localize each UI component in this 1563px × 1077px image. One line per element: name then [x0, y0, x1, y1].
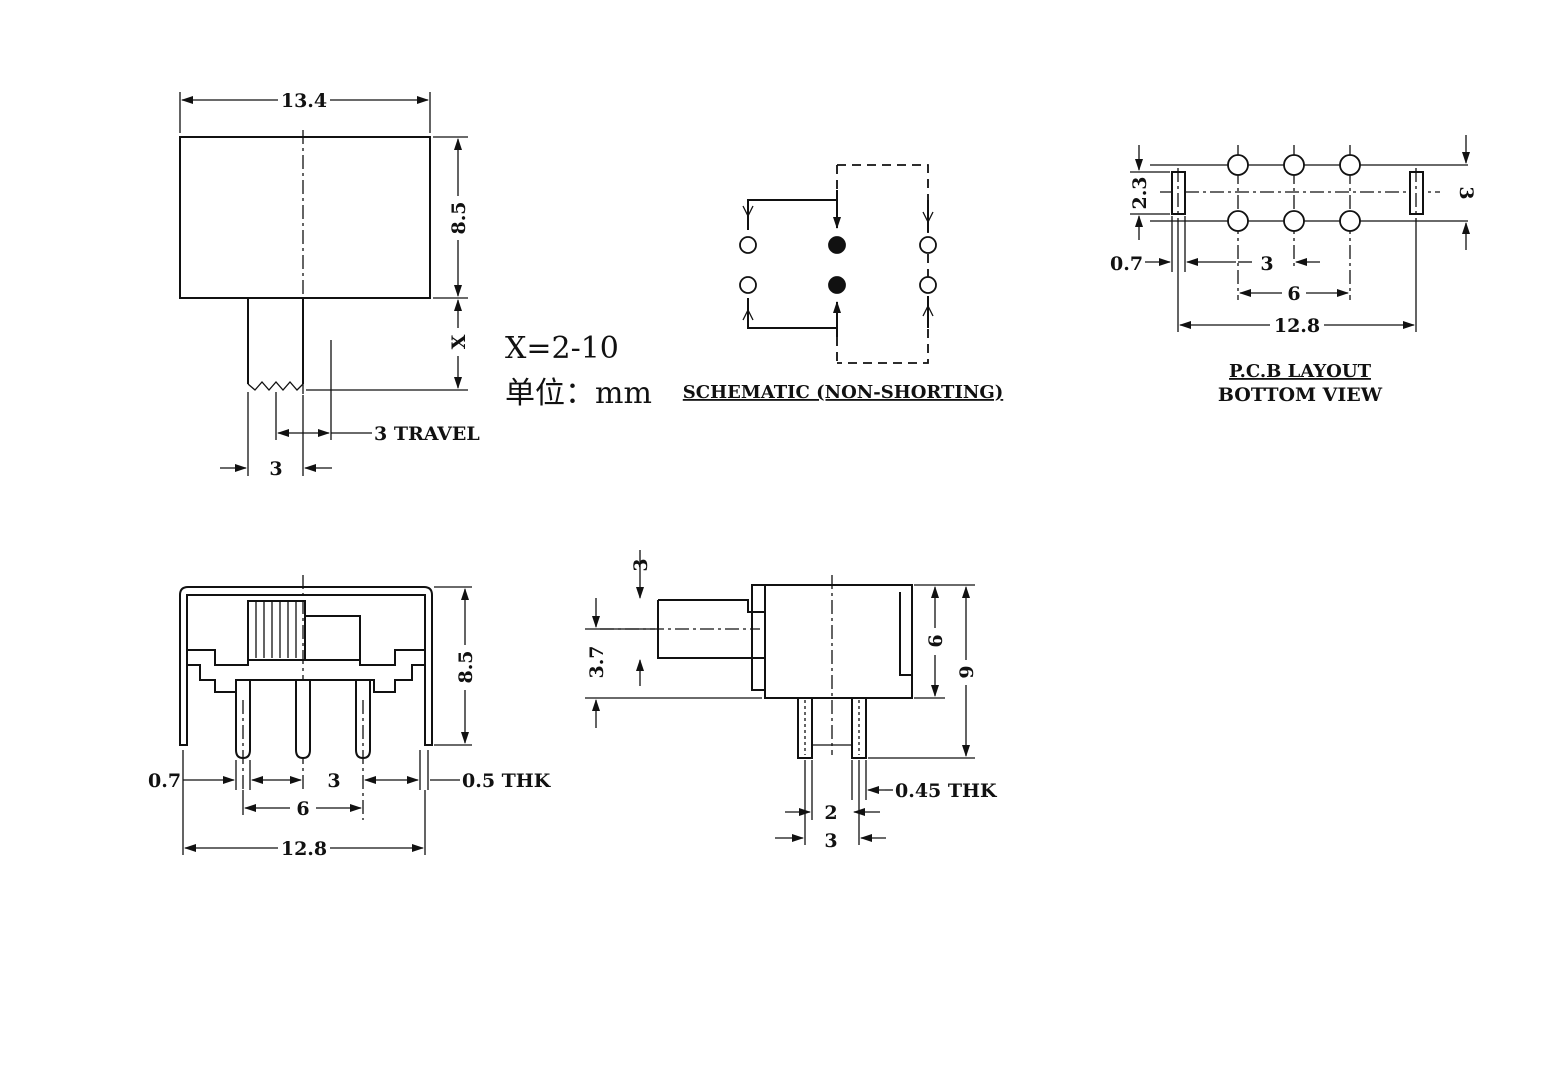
pcb-span-label: 6 [1287, 283, 1300, 305]
front-thickness-label: 0.5 THK [462, 770, 552, 792]
pin-hole [1227, 210, 1249, 232]
pin-hole [1339, 210, 1361, 232]
side-body-label: 6 [925, 634, 947, 647]
switch-body-outline [179, 136, 431, 299]
side-pin [797, 697, 813, 759]
pcb-caption-line1: P.C.B LAYOUT [1229, 361, 1372, 382]
top-view: 13.4 8.5 X 3 TRAVEL 3 [179, 90, 480, 480]
side-actuator-label: 3.7 [586, 645, 608, 678]
travel-label: 3 TRAVEL [374, 423, 480, 445]
pcb-row-spacing-label: 2.3 [1129, 176, 1151, 209]
pcb-pitch-label: 3 [1260, 253, 1273, 275]
contact-terminal [739, 276, 757, 294]
front-frame [179, 586, 433, 746]
x-range-note: X=2-10 [505, 331, 619, 366]
unit-note: 单位：mm [505, 376, 652, 411]
pin-hole [1283, 210, 1305, 232]
common-terminal [828, 236, 846, 254]
pin-hole [1283, 154, 1305, 176]
schematic: SCHEMATIC (NON-SHORTING) [683, 164, 1003, 403]
front-height-label: 8.5 [455, 650, 477, 683]
side-top-label: 3 [630, 558, 652, 571]
contact-terminal [919, 236, 937, 254]
schematic-caption: SCHEMATIC (NON-SHORTING) [683, 382, 1003, 403]
top-height-label: 8.5 [448, 201, 470, 234]
side-thickness-label: 0.45 THK [895, 780, 998, 802]
actuator-width-label: 3 [269, 458, 282, 480]
front-total-label: 12.8 [281, 838, 327, 860]
actuator-outline [247, 298, 304, 384]
side-pin-spacing-label: 2 [824, 802, 837, 824]
pcb-slot-width-label: 0.7 [1110, 253, 1143, 275]
front-pitch-label: 3 [327, 770, 340, 792]
top-x-label: X [448, 334, 470, 349]
side-pin [851, 697, 867, 759]
side-view: 3 3.7 6 9 0.45 THK 2 3 [585, 550, 998, 852]
side-total-label: 9 [956, 665, 978, 678]
contact-terminal [919, 276, 937, 294]
units-note: X=2-10 单位：mm [505, 331, 652, 411]
front-pin-width-label: 0.7 [148, 770, 181, 792]
contact-terminal [739, 236, 757, 254]
pcb-caption-line2: BOTTOM VIEW [1218, 384, 1383, 406]
pin-hole [1227, 154, 1249, 176]
side-pin-outer-label: 3 [824, 830, 837, 852]
front-span-label: 6 [296, 798, 309, 820]
top-width-label: 13.4 [281, 90, 327, 112]
front-pin [295, 679, 311, 760]
front-view: 8.5 0.7 3 0.5 THK 6 12.8 [148, 575, 552, 860]
pcb-total-label: 12.8 [1274, 315, 1320, 337]
side-actuator [657, 599, 765, 659]
pcb-slot-spacing-label: 3 [1455, 186, 1477, 199]
pin-hole [1339, 154, 1361, 176]
pcb-layout: 2.3 3 0.7 3 6 12.8 P.C.B LAYOUT BOTTOM V… [1110, 135, 1477, 406]
side-body [764, 584, 913, 699]
common-terminal [828, 276, 846, 294]
